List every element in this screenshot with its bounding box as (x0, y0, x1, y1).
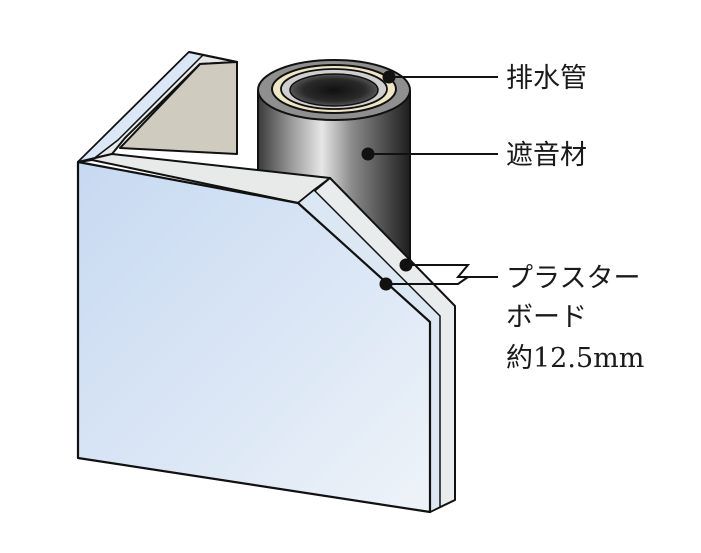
front-wall-plaster-board (76, 153, 456, 514)
label-thickness: 約12.5mm (506, 343, 644, 374)
label-plaster-board-line2: ボード (506, 302, 587, 333)
back-wall (77, 51, 238, 163)
drain-pipe (257, 59, 411, 264)
label-sound-insulation: 遮音材 (506, 140, 587, 171)
leader-drain-pipe (382, 70, 498, 84)
label-drain-pipe: 排水管 (506, 63, 587, 94)
leader-plaster-board (379, 258, 498, 291)
label-plaster-board-line1: プラスター (506, 263, 640, 294)
leader-sound-insulation (361, 147, 498, 161)
